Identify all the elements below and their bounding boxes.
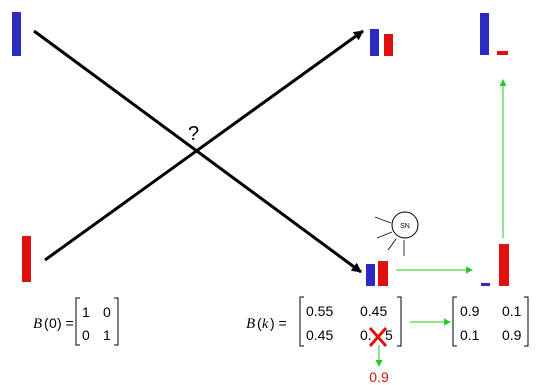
matrix-b0-label: B (33, 316, 42, 332)
strike-x-icon (368, 327, 388, 347)
matrix-result-cell: 0.9 (460, 303, 480, 319)
matrix-bk: B ( k ) = 0.55 0.45 0.45 0. 5 (246, 296, 402, 347)
matrix-bk-cell: 0.45 (306, 327, 333, 343)
sensor-icon (374, 211, 419, 256)
top-right-blue-bar (480, 13, 489, 55)
initial-red-bar (22, 236, 31, 282)
matrix-result-cell: 0.9 (502, 327, 522, 343)
matrix-b0-cell: 1 (103, 327, 111, 343)
initial-blue-bar (12, 12, 21, 56)
question-mark: ? (188, 123, 199, 145)
bottom-right-red-bar (499, 244, 509, 286)
matrix-b0-cell: 0 (82, 327, 90, 343)
svg-text:) =: ) = (57, 315, 74, 331)
sensor-label: SN (400, 223, 410, 230)
matrix-b0: B ( 0 ) = 1 0 0 1 (33, 297, 119, 346)
top-right-red-bar (497, 51, 508, 55)
matrix-b0-cell: 1 (82, 304, 90, 320)
svg-text:(: ( (257, 315, 262, 331)
bottom-mid-red-bar (378, 261, 388, 286)
matrix-bk-label: B (246, 316, 255, 332)
svg-text:(: ( (44, 315, 49, 331)
matrix-result-cell: 0.1 (502, 303, 522, 319)
top-mid-red-bar (384, 34, 393, 56)
matrix-bk-cell-struck-tail: 5 (385, 327, 393, 343)
matrix-result-cell: 0.1 (460, 327, 480, 343)
matrix-bk-cell: 0.55 (306, 303, 333, 319)
matrix-bk-arg: k (262, 317, 269, 332)
matrix-b0-arg: 0 (49, 315, 57, 331)
bottom-mid-blue-bar (366, 264, 375, 286)
replacement-value: 0.9 (369, 369, 389, 385)
matrix-result: 0.9 0.1 0.1 0.9 (452, 296, 529, 347)
arrow-red-to-top (44, 29, 364, 262)
svg-text:) =: ) = (270, 315, 287, 331)
top-mid-blue-bar (370, 29, 379, 56)
matrix-b0-cell: 0 (103, 304, 111, 320)
matrix-bk-cell-struck: 0. (360, 327, 372, 343)
bottom-right-blue-bar (481, 283, 490, 286)
matrix-bk-cell: 0.45 (360, 303, 387, 319)
